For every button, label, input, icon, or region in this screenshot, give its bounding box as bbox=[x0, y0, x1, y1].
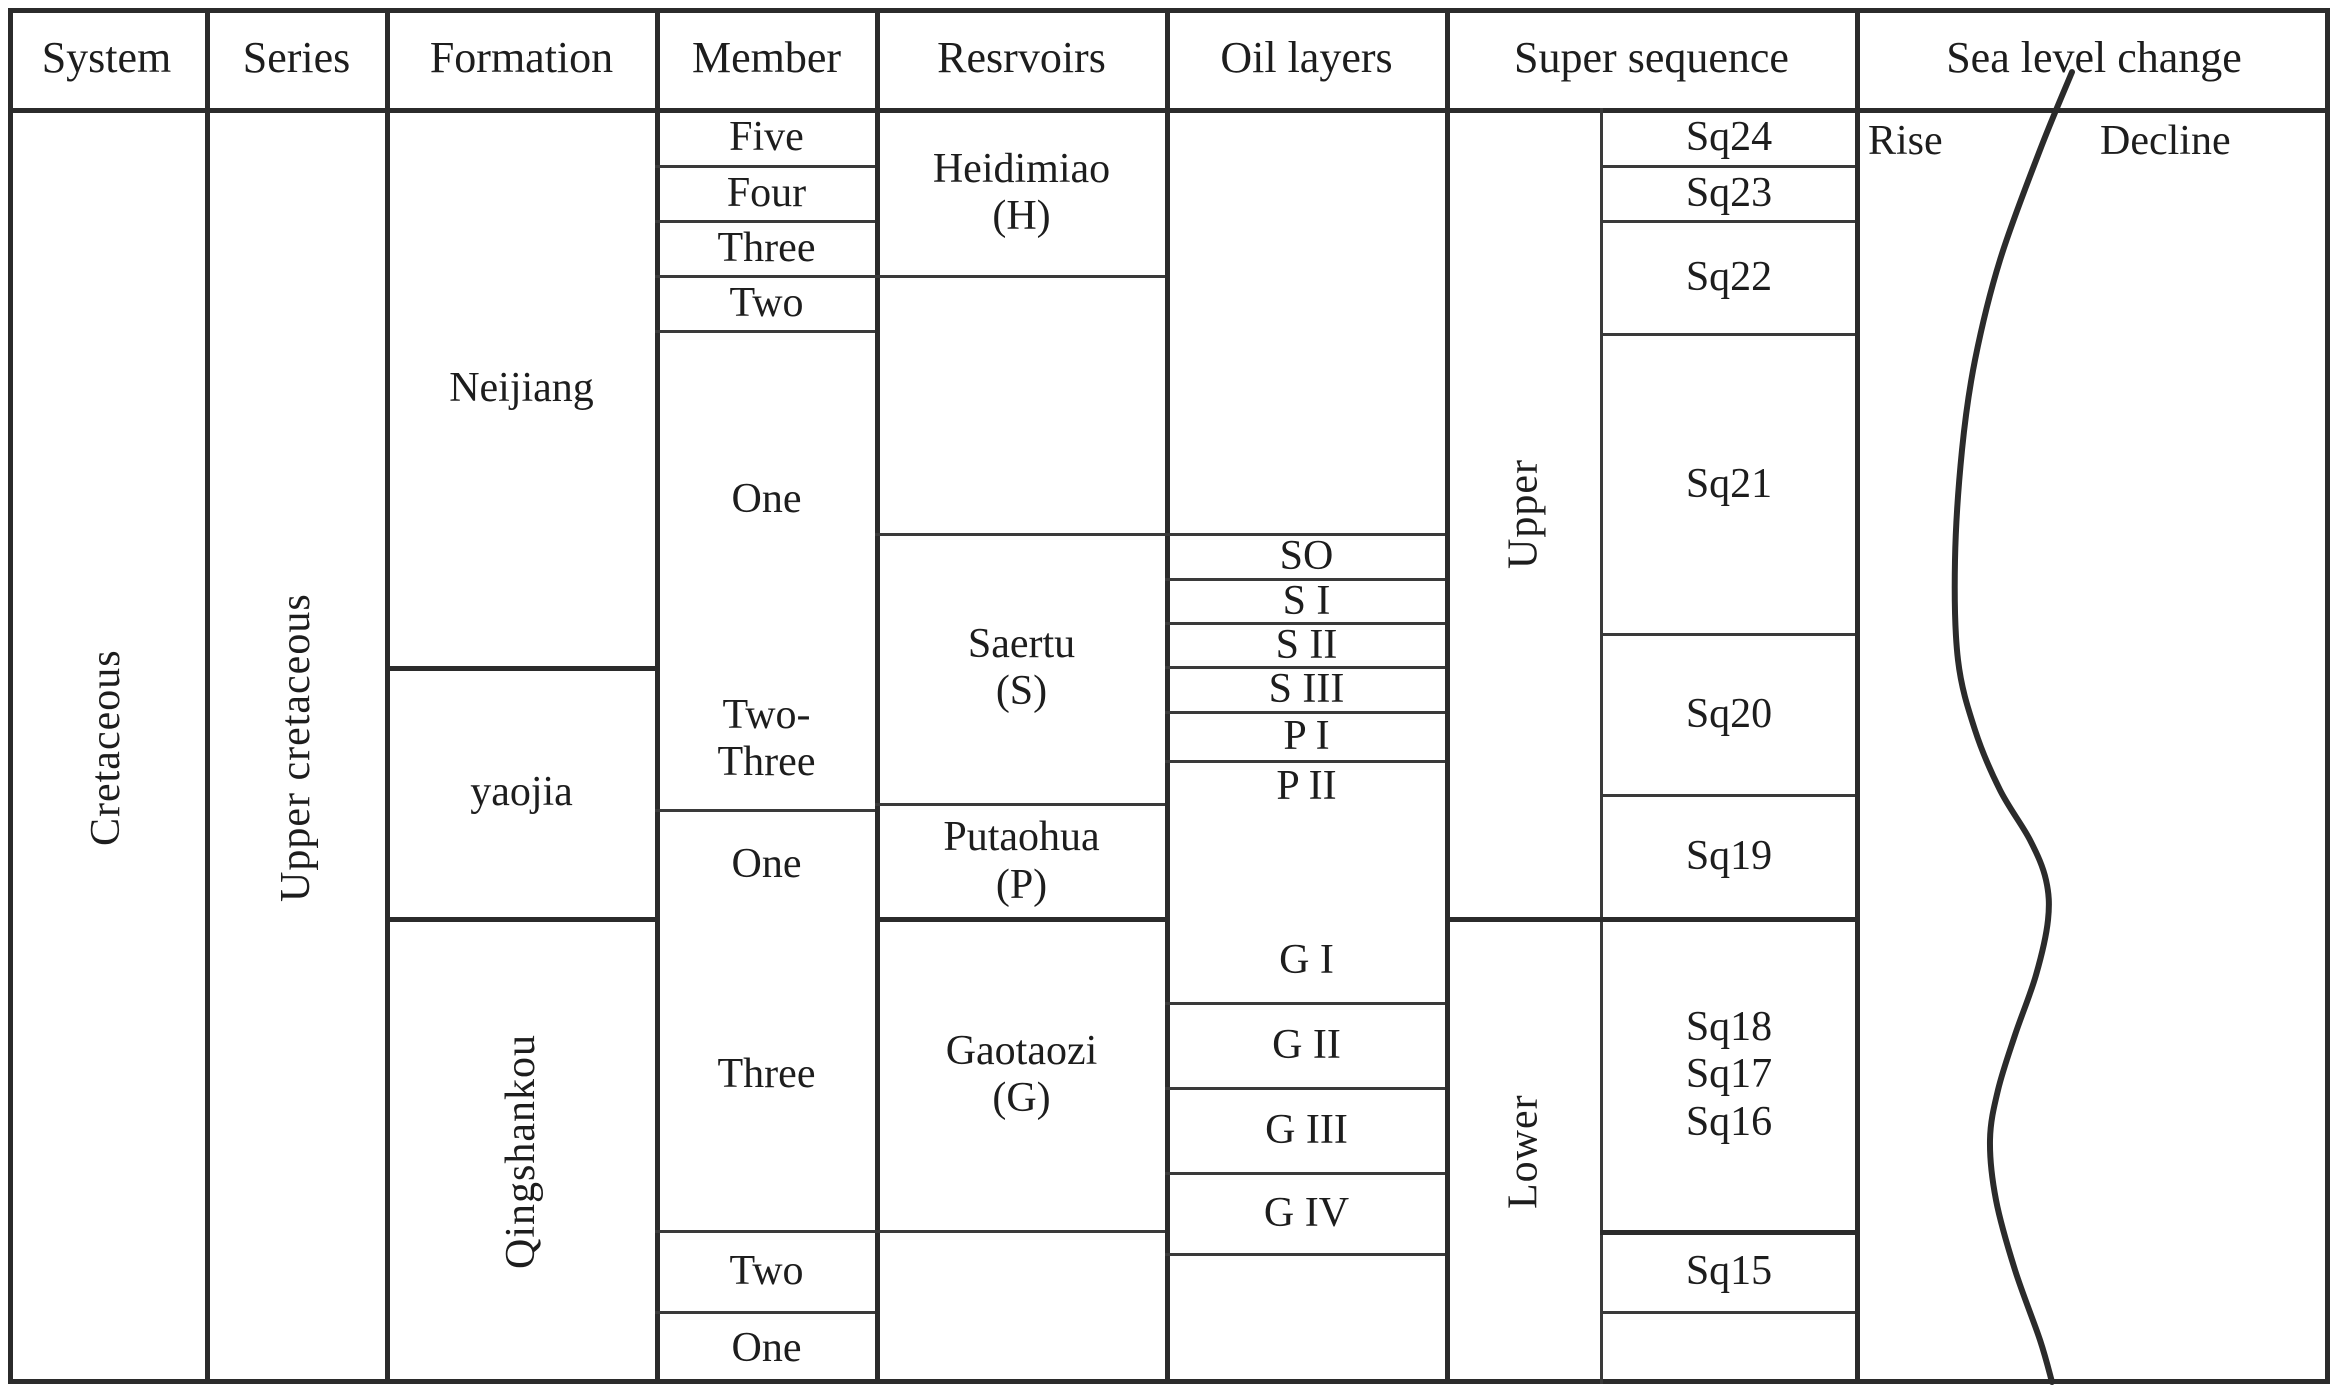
oil-rule-g2-g3 bbox=[1165, 1087, 1445, 1090]
col-rule-system-series bbox=[205, 8, 210, 1384]
formation-cell-neijiang: Neijiang bbox=[449, 364, 594, 411]
reservoir-rule-gaotaozi-bottom bbox=[875, 1230, 1165, 1233]
oil-rule-p1-p2 bbox=[1165, 760, 1445, 763]
header-super-sequence: Super sequence bbox=[1514, 33, 1789, 83]
reservoir-rule-saertu-putaohua bbox=[875, 803, 1165, 806]
sea-level-decline-label: Decline bbox=[2100, 118, 2231, 165]
super-sequence-cell-sq21: Sq21 bbox=[1685, 460, 1773, 507]
oil-rule-g3-g4 bbox=[1165, 1172, 1445, 1175]
reservoir-cell-putaohua: Putaohua (P) bbox=[943, 814, 1100, 908]
member-rule-five-four bbox=[655, 165, 875, 168]
col-rule-series-formation bbox=[385, 8, 390, 1384]
super-rule-sq15-bottom bbox=[1600, 1311, 1855, 1314]
reservoir-cell-heidimiao: Heidimiao (H) bbox=[932, 145, 1111, 239]
col-rule-formation-member bbox=[655, 8, 660, 1384]
oil-layer-cell-s3: S III bbox=[1268, 666, 1345, 713]
formation-rule-neijiang-yaojia bbox=[385, 666, 655, 671]
super-rule-upper-lower bbox=[1445, 917, 1855, 922]
member-cell-five: Five bbox=[729, 114, 804, 161]
member-rule-three-two-qsk bbox=[655, 1230, 875, 1233]
reservoir-rule-putaohua-gaotaozi bbox=[875, 917, 1165, 922]
super-sequence-cell-sq23: Sq23 bbox=[1685, 170, 1773, 217]
col-rule-super-sealevel bbox=[1855, 8, 1860, 1384]
super-sequence-cell-sq24: Sq24 bbox=[1685, 114, 1773, 161]
formation-rule-yaojia-qingshankou bbox=[385, 917, 655, 922]
oil-rule-g4-bottom bbox=[1165, 1253, 1445, 1256]
formation-cell-yaojia: yaojia bbox=[470, 769, 573, 816]
member-cell-two-three-yaojia: Two- Three bbox=[717, 691, 816, 785]
oil-layer-cell-s1: S I bbox=[1282, 577, 1331, 624]
oil-layer-cell-p2: P II bbox=[1276, 763, 1337, 810]
reservoir-cell-gaotaozi: Gaotaozi (G) bbox=[945, 1027, 1098, 1121]
oil-layer-cell-g1: G I bbox=[1279, 937, 1334, 984]
member-cell-two-qingshankou: Two bbox=[729, 1248, 804, 1295]
header-oil-layers: Oil layers bbox=[1220, 33, 1393, 83]
member-cell-one-neijiang: One bbox=[731, 475, 802, 522]
oil-rule-so-s1 bbox=[1165, 578, 1445, 581]
header-member: Member bbox=[691, 33, 842, 83]
oil-rule-top-so bbox=[1165, 533, 1445, 536]
header-formation: Formation bbox=[429, 33, 614, 83]
oil-layer-cell-p1: P I bbox=[1283, 713, 1330, 760]
reservoir-rule-heidimiao-bottom bbox=[875, 275, 1165, 278]
super-rule-sq23-sq22 bbox=[1600, 220, 1855, 223]
member-cell-three-neijiang: Three bbox=[717, 225, 816, 272]
oil-layer-cell-so: SO bbox=[1279, 533, 1334, 580]
sea-level-rise-label: Rise bbox=[1868, 118, 1943, 165]
member-rule-four-three bbox=[655, 220, 875, 223]
oil-layer-cell-g2: G II bbox=[1272, 1022, 1341, 1069]
reservoir-cell-saertu: Saertu (S) bbox=[967, 620, 1076, 714]
member-cell-two-neijiang: Two bbox=[729, 280, 804, 327]
member-cell-one-yaojia: One bbox=[731, 840, 802, 887]
col-rule-supergroup-sq bbox=[1600, 108, 1603, 1384]
oil-rule-s1-s2 bbox=[1165, 622, 1445, 625]
oil-layer-cell-s2: S II bbox=[1275, 621, 1338, 668]
super-rule-sq21-sq20 bbox=[1600, 633, 1855, 636]
oil-rule-g1-g2 bbox=[1165, 1002, 1445, 1005]
col-rule-oil-super bbox=[1445, 8, 1450, 1384]
member-rule-three-two bbox=[655, 275, 875, 278]
super-rule-sq16-sq15 bbox=[1600, 1230, 1855, 1235]
header-system: System bbox=[41, 33, 172, 83]
oil-layer-cell-g4: G IV bbox=[1263, 1190, 1350, 1237]
super-sequence-cell-sq18-16: Sq18 Sq17 Sq16 bbox=[1685, 1004, 1773, 1145]
super-sequence-cell-sq22: Sq22 bbox=[1685, 254, 1773, 301]
super-rule-sq22-sq21 bbox=[1600, 333, 1855, 336]
super-rule-sq24-sq23 bbox=[1600, 165, 1855, 168]
col-rule-reservoirs-oil bbox=[1165, 8, 1170, 1384]
super-sequence-cell-sq20: Sq20 bbox=[1685, 691, 1773, 738]
oil-rule-s2-s3 bbox=[1165, 666, 1445, 669]
reservoir-rule-saertu-top bbox=[875, 533, 1165, 536]
oil-layer-cell-g3: G III bbox=[1265, 1107, 1348, 1154]
member-rule-two-one bbox=[655, 330, 875, 333]
super-sequence-cell-sq15: Sq15 bbox=[1685, 1248, 1773, 1295]
member-rule-two-one-qsk bbox=[655, 1311, 875, 1314]
header-series: Series bbox=[242, 33, 351, 83]
member-rule-twothree-one bbox=[655, 809, 875, 812]
header-sea-level-change: Sea level change bbox=[1946, 33, 2242, 83]
oil-rule-s3-p1 bbox=[1165, 711, 1445, 714]
member-cell-four: Four bbox=[726, 170, 807, 217]
col-rule-member-reservoirs bbox=[875, 8, 880, 1384]
header-reservoirs: Resrvoirs bbox=[937, 33, 1106, 83]
member-cell-three-qingshankou: Three bbox=[717, 1051, 816, 1098]
member-cell-one-qingshankou: One bbox=[731, 1325, 802, 1372]
super-sequence-cell-sq19: Sq19 bbox=[1685, 833, 1773, 880]
super-rule-sq20-sq19 bbox=[1600, 794, 1855, 797]
